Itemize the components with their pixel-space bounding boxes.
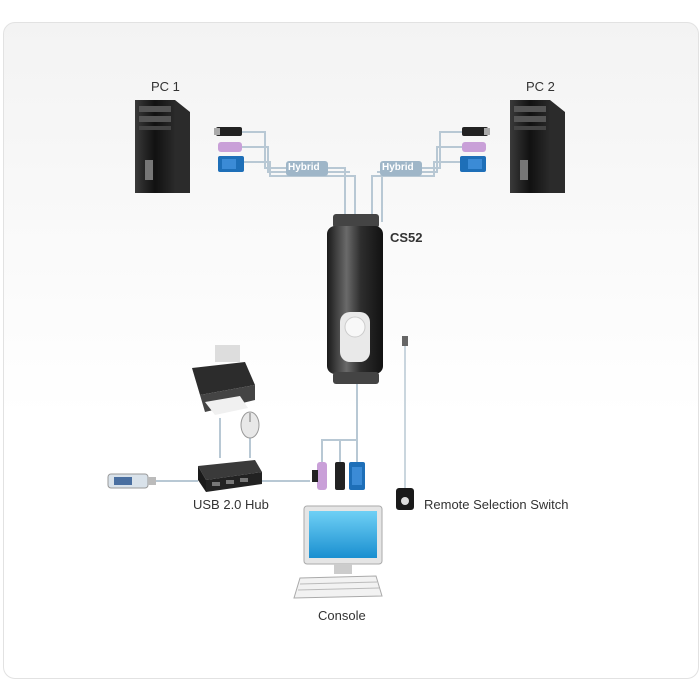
hybrid-tag-left: [286, 161, 328, 176]
cs52-switch-icon: [327, 214, 383, 384]
pc1-tower-icon: [135, 100, 190, 193]
console-ps2-connector-icon: [312, 462, 327, 490]
pc2-usb-connector-icon: [462, 127, 490, 136]
console-vga-connector-icon: [349, 462, 365, 490]
mouse-icon: [240, 411, 260, 439]
usb-hub-label: USB 2.0 Hub: [193, 497, 269, 512]
cables: [155, 131, 462, 490]
remote-selection-switch-icon: [396, 336, 414, 510]
pc1-label: PC 1: [151, 79, 180, 94]
console-keyboard-icon: [293, 575, 383, 599]
pc1-vga-connector-icon: [218, 156, 244, 172]
hybrid-left-label: Hybrid: [288, 162, 320, 173]
pc2-label: PC 2: [526, 79, 555, 94]
usb-flash-drive-icon: [107, 473, 156, 489]
hybrid-tag-right: [380, 161, 422, 176]
printer-icon: [192, 345, 255, 415]
pc2-ps2-connector-icon: [462, 142, 486, 152]
cs52-label: CS52: [390, 230, 423, 245]
usb-hub-icon: [198, 460, 262, 492]
console-usb-connector-icon: [335, 462, 345, 490]
hybrid-right-label: Hybrid: [382, 162, 414, 173]
pc1-usb-connector-icon: [214, 127, 242, 136]
pc2-tower-icon: [510, 100, 565, 193]
remote-selection-switch-label: Remote Selection Switch: [424, 497, 569, 512]
pc1-ps2-connector-icon: [218, 142, 242, 152]
pc2-vga-connector-icon: [460, 156, 486, 172]
console-monitor-icon: [303, 505, 383, 574]
console-label: Console: [318, 608, 366, 623]
